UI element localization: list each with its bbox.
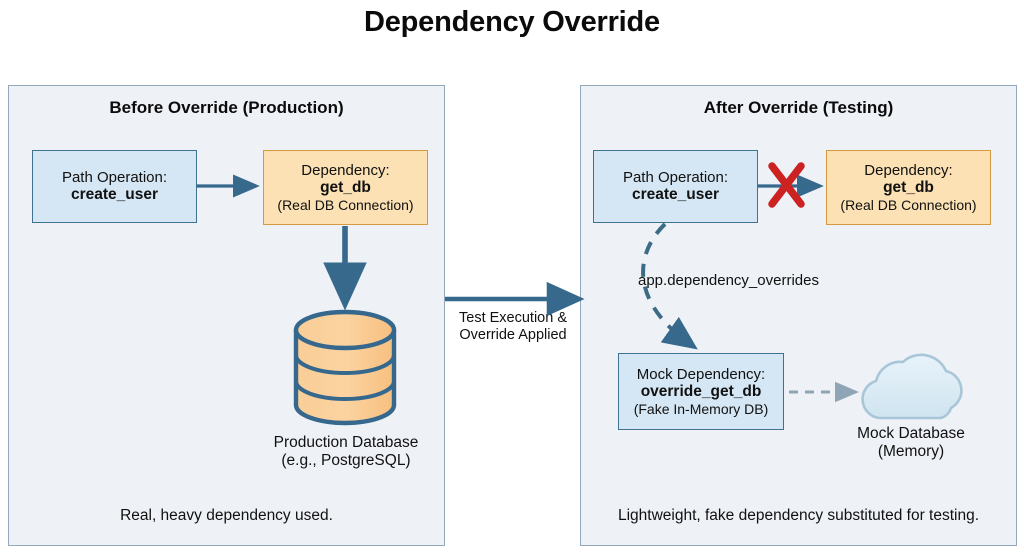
mock-database-cloud-icon: [861, 353, 963, 420]
node-dependency-getdb-testing-line2: get_db: [883, 179, 934, 197]
footnote-after-override: Lightweight, fake dependency substituted…: [617, 507, 980, 524]
node-mock-dependency-line3: (Fake In-Memory DB): [633, 401, 769, 418]
node-mock-dependency-line1: Mock Dependency:: [636, 365, 766, 383]
panel-after-title: After Override (Testing): [703, 98, 894, 117]
node-mock-dependency-line2: override_get_db: [640, 383, 762, 401]
caption-mock-database: Mock Database (Memory): [811, 425, 1011, 462]
caption-production-database-line1: Production Database: [273, 434, 419, 451]
node-dependency-getdb-testing-line1: Dependency:: [864, 161, 953, 179]
edge-label-dependency-overrides: app.dependency_overrides: [638, 272, 819, 289]
node-path-operation-production-line1: Path Operation:: [61, 168, 168, 186]
caption-production-database-line2: (e.g., PostgreSQL): [281, 452, 411, 470]
node-dependency-getdb-production-line1: Dependency:: [301, 161, 390, 179]
node-dependency-getdb-production-line3: (Real DB Connection): [277, 197, 414, 214]
node-path-operation-production[interactable]: Path Operation: create_user: [32, 150, 197, 223]
edge-label-test-execution-line1: Test Execution &: [459, 310, 567, 326]
node-path-operation-testing-line2: create_user: [631, 186, 720, 204]
page-title: Dependency Override: [364, 6, 660, 38]
caption-production-database: Production Database (e.g., PostgreSQL): [246, 434, 446, 471]
caption-mock-database-line2: (Memory): [877, 443, 945, 461]
caption-mock-database-line1: Mock Database: [857, 425, 965, 442]
node-dependency-getdb-production[interactable]: Dependency: get_db (Real DB Connection): [263, 150, 428, 225]
production-database-cylinder-icon: [293, 309, 397, 426]
node-path-operation-production-line2: create_user: [70, 186, 159, 204]
arrow-dependency-overrides-curve: [641, 222, 698, 350]
blocked-x-icon: [768, 162, 805, 208]
edge-label-test-execution: Test Execution & Override Applied: [443, 310, 583, 345]
panel-before-title: Before Override (Production): [109, 98, 344, 117]
node-path-operation-testing[interactable]: Path Operation: create_user: [593, 150, 758, 223]
node-dependency-getdb-testing[interactable]: Dependency: get_db (Real DB Connection): [826, 150, 991, 225]
footnote-before-override: Real, heavy dependency used.: [120, 507, 333, 524]
node-dependency-getdb-production-line2: get_db: [320, 179, 371, 197]
edge-label-test-execution-line2: Override Applied: [459, 327, 567, 344]
node-path-operation-testing-line1: Path Operation:: [622, 168, 729, 186]
node-dependency-getdb-testing-line3: (Real DB Connection): [840, 197, 977, 214]
node-mock-dependency[interactable]: Mock Dependency: override_get_db (Fake I…: [618, 353, 784, 430]
